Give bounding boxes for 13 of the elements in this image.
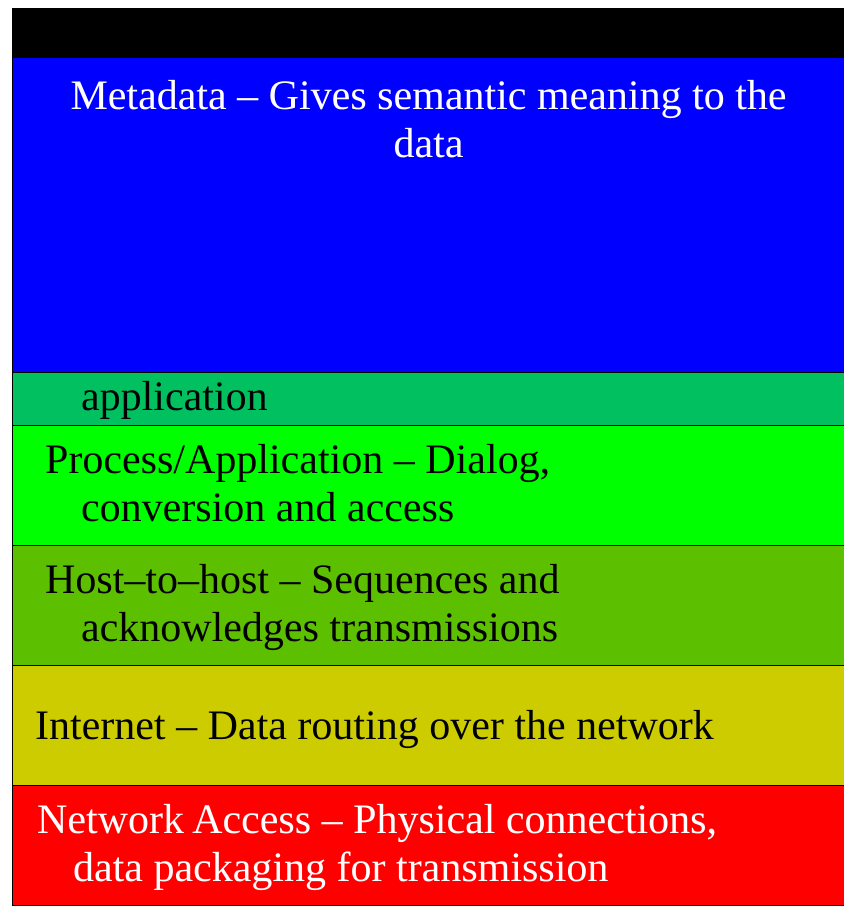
layer-label: Network Access – Physical connections, data packaging for transmission — [37, 797, 718, 891]
layer-label: Host–to–host – Sequences and acknowledges transmissions — [45, 557, 560, 651]
layer-label: Internet – Data routing over the network — [35, 702, 714, 748]
layer-label: Process/Application – Dialog, conversion and access — [45, 437, 550, 531]
layer-band — [13, 58, 844, 373]
layer-band — [13, 666, 844, 786]
layer-band — [13, 373, 844, 426]
layer-band — [13, 426, 844, 546]
layer-label: Metadata – Gives semantic meaning to the data — [70, 73, 787, 167]
layer-label: application — [81, 374, 268, 420]
layer-band — [13, 546, 844, 666]
header-bar — [13, 9, 844, 58]
layer-band — [13, 786, 844, 906]
